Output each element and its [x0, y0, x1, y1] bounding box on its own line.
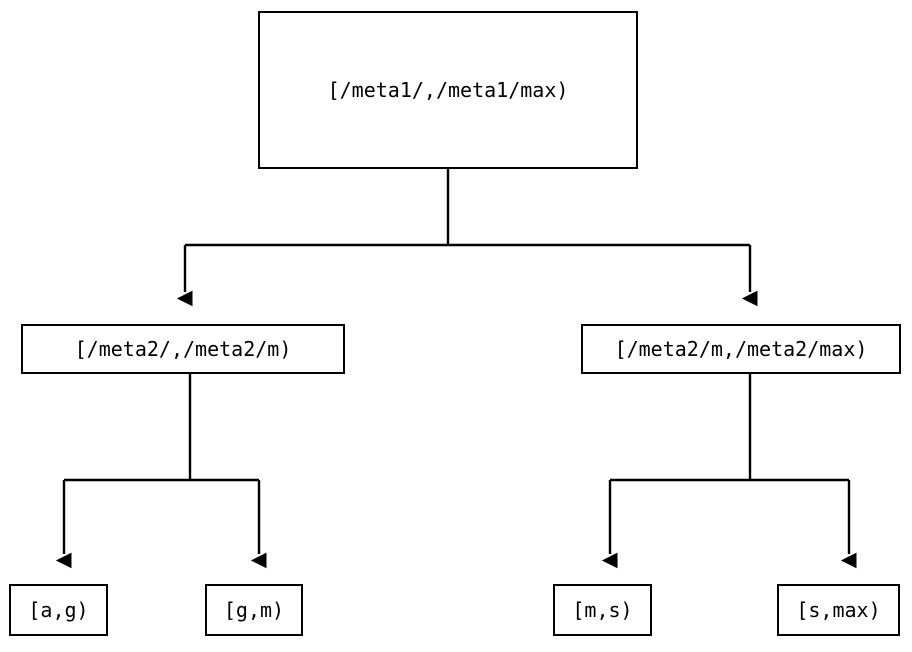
tree-node-meta2-lower[interactable]: [/meta2/,/meta2/m) — [21, 324, 345, 374]
tree-leaf-s-max-label: [s,max) — [796, 598, 881, 622]
edge-level2right-to-leaves — [601, 374, 857, 569]
tree-leaf-a-g[interactable]: [a,g) — [9, 584, 108, 636]
tree-leaf-a-g-label: [a,g) — [28, 598, 89, 622]
tree-node-meta2-upper[interactable]: [/meta2/m,/meta2/max) — [581, 324, 901, 374]
tree-node-root[interactable]: [/meta1/,/meta1/max) — [258, 11, 638, 169]
tree-node-meta2-upper-label: [/meta2/m,/meta2/max) — [614, 337, 868, 361]
tree-node-meta2-lower-label: [/meta2/,/meta2/m) — [74, 337, 292, 361]
tree-leaf-s-max[interactable]: [s,max) — [777, 584, 900, 636]
tree-leaf-m-s[interactable]: [m,s) — [553, 584, 652, 636]
tree-leaf-g-m[interactable]: [g,m) — [205, 584, 303, 636]
tree-leaf-m-s-label: [m,s) — [572, 598, 633, 622]
edge-root-to-level2 — [176, 169, 758, 307]
edge-level2left-to-leaves — [55, 374, 267, 569]
tree-leaf-g-m-label: [g,m) — [223, 598, 285, 622]
tree-node-root-label: [/meta1/,/meta1/max) — [327, 78, 569, 102]
